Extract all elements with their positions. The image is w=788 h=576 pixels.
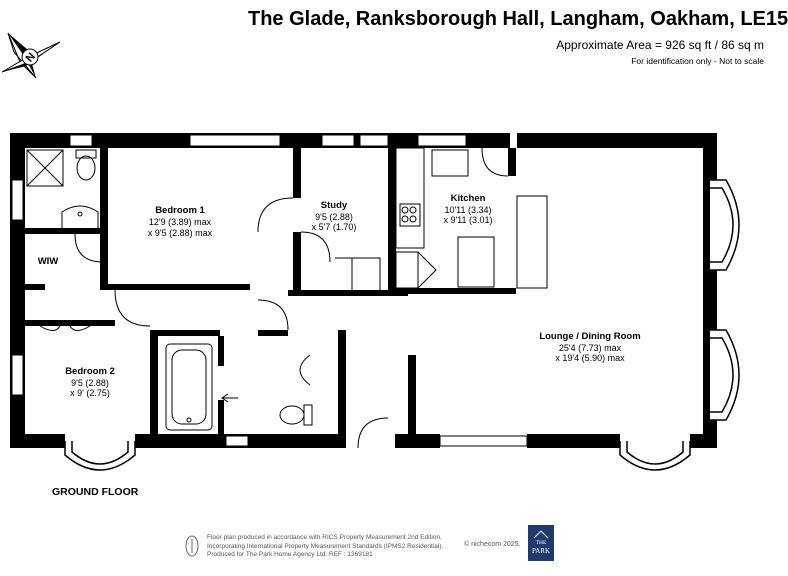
room-name: Study xyxy=(321,200,348,211)
room-dimension: x 9'11 (3.01) xyxy=(443,215,492,225)
room-dimension: x 19'4 (5.90) max xyxy=(555,353,625,363)
approximate-area: Approximate Area = 926 sq ft / 86 sq m xyxy=(556,38,764,52)
room-dimension: x 9' (2.75) xyxy=(70,388,110,398)
room-dimension: 12'9 (3.89) max xyxy=(149,217,212,227)
footer-line: Floor plan produced in accordance with R… xyxy=(207,534,442,541)
room-dimension: 9'5 (2.88) xyxy=(71,378,109,388)
windows xyxy=(11,134,528,447)
room-wiw: WIW xyxy=(38,256,59,267)
page-title: The Glade, Ranksborough Hall, Langham, O… xyxy=(248,8,788,30)
room-dimension: x 5'7 (1.70) xyxy=(312,222,357,232)
bay-windows xyxy=(64,179,740,471)
room-bedroom-1: Bedroom 1 12'9 (3.89) max x 9'5 (2.88) m… xyxy=(148,205,213,238)
measurement-icon xyxy=(185,535,199,557)
room-name: Bedroom 1 xyxy=(155,205,205,216)
room-study: Study 9'5 (2.88) x 5'7 (1.70) xyxy=(312,200,357,232)
floor-label: GROUND FLOOR xyxy=(52,486,139,498)
fixtures xyxy=(26,147,548,449)
floor-plan: N xyxy=(1,32,740,471)
room-kitchen: Kitchen 10'11 (3.34) x 9'11 (3.01) xyxy=(443,193,492,225)
park-logo: THE PARK xyxy=(528,525,554,561)
room-dimension: x 9'5 (2.88) max xyxy=(148,228,213,238)
logo-text: PARK xyxy=(531,547,551,555)
room-name: Lounge / Dining Room xyxy=(539,331,640,342)
house-icon xyxy=(533,530,549,539)
room-dimension: 10'11 (3.34) xyxy=(444,205,491,215)
room-bedroom-2: Bedroom 2 9'5 (2.88) x 9' (2.75) xyxy=(65,366,115,398)
compass-icon: N xyxy=(1,32,61,79)
room-name: Bedroom 2 xyxy=(65,366,115,377)
logo-text: THE xyxy=(535,540,547,546)
room-lounge-dining: Lounge / Dining Room 25'4 (7.73) max x 1… xyxy=(539,331,640,363)
footer-line: Incorporating International Property Mea… xyxy=(207,542,444,550)
scale-note: For identification only - Not to scale xyxy=(631,56,764,66)
copyright: © nichecom 2025. xyxy=(464,541,521,548)
room-dimension: 25'4 (7.73) max xyxy=(559,343,622,353)
footer-line: Produced for The Park Home Agency Ltd. R… xyxy=(207,551,373,558)
room-dimension: 9'5 (2.88) xyxy=(315,212,353,222)
internal-walls xyxy=(25,148,516,448)
room-name: Kitchen xyxy=(451,193,486,204)
footer-text: Floor plan produced in accordance with R… xyxy=(207,534,443,560)
